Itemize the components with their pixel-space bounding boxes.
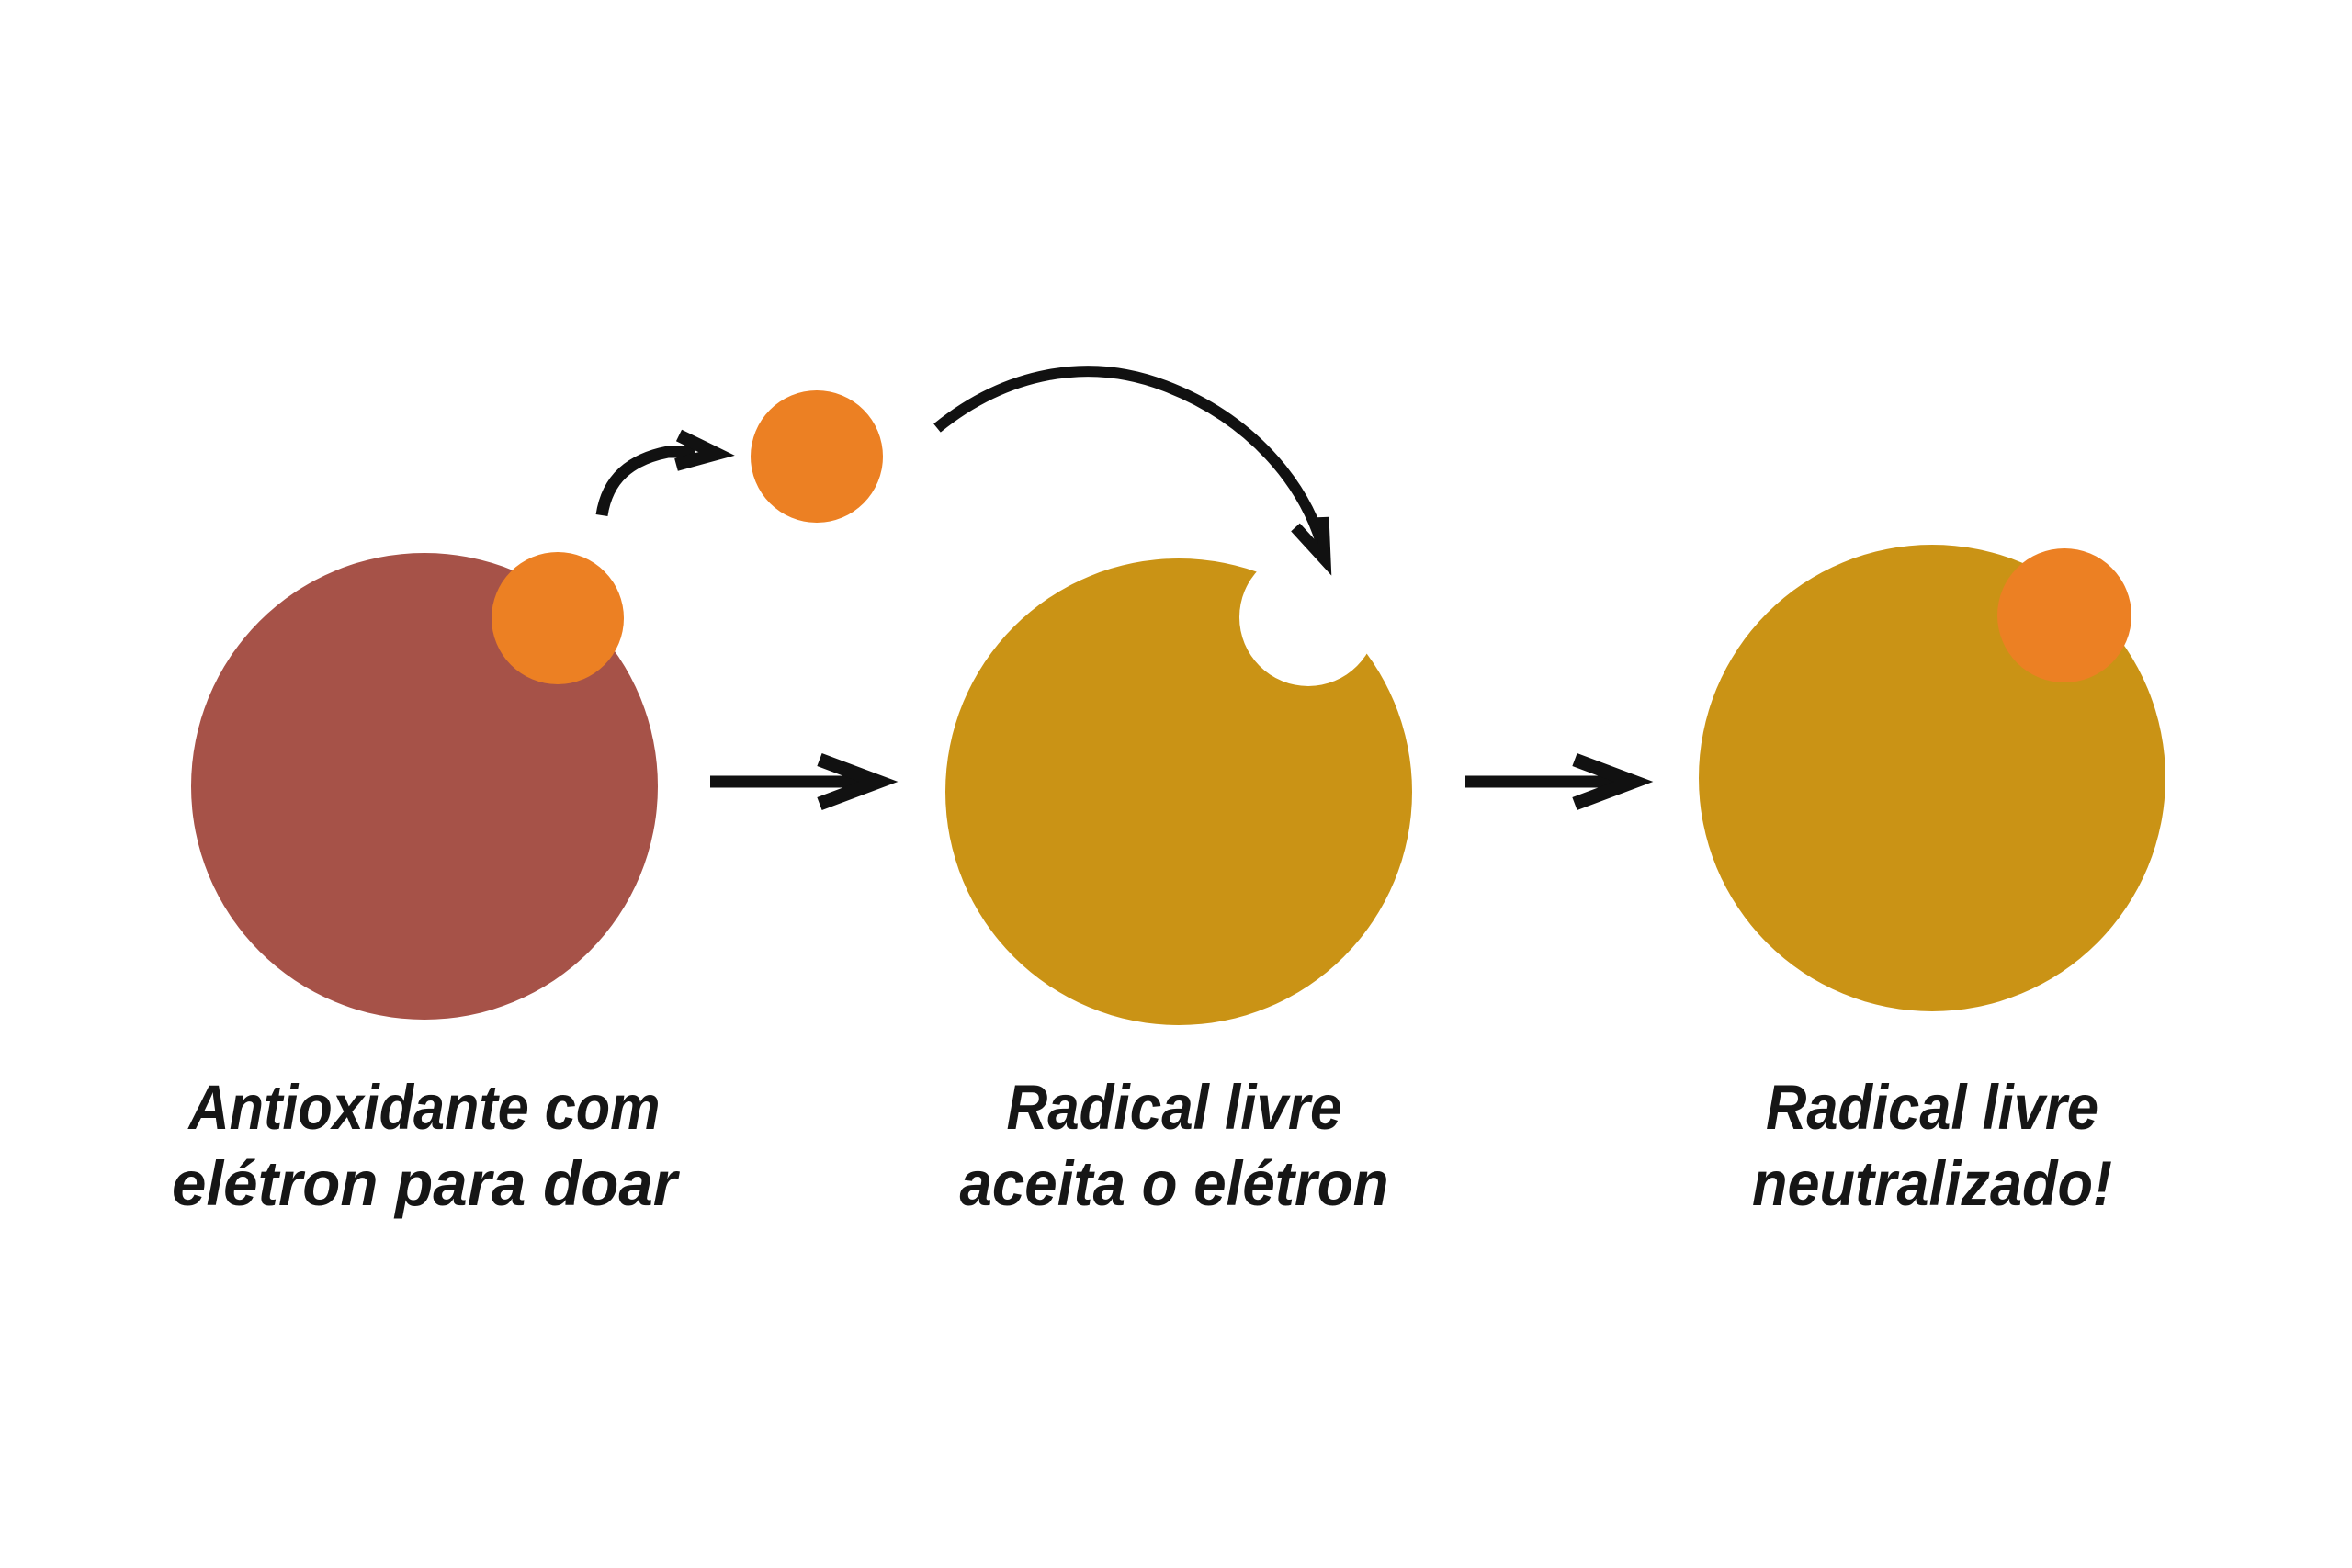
caption-antioxidant-line1: Antioxidante com	[187, 1072, 661, 1143]
caption-neutralized-line2: neutralizado!	[1752, 1148, 2112, 1219]
free-radical-circle	[945, 558, 1412, 1025]
caption-free-radical-line1: Radical livre	[1007, 1072, 1342, 1143]
electron-transfer-arrow-icon	[933, 366, 1329, 554]
free-electron-icon	[751, 390, 883, 523]
step-arrow-2-icon	[1465, 752, 1654, 811]
electron-on-neutralized-icon	[1997, 548, 2132, 682]
caption-neutralized-line1: Radical livre	[1766, 1072, 2098, 1143]
electron-release-arrowhead-icon	[674, 429, 735, 471]
electron-release-arrow-icon	[595, 446, 695, 517]
caption-free-radical-line2: aceita o elétron	[960, 1148, 1389, 1219]
electron-transfer-arrowhead-icon	[1291, 516, 1332, 576]
electron-on-antioxidant-icon	[492, 552, 624, 684]
step-arrow-1-icon	[710, 752, 899, 811]
caption-antioxidant-line2: elétron para doar	[172, 1148, 680, 1219]
